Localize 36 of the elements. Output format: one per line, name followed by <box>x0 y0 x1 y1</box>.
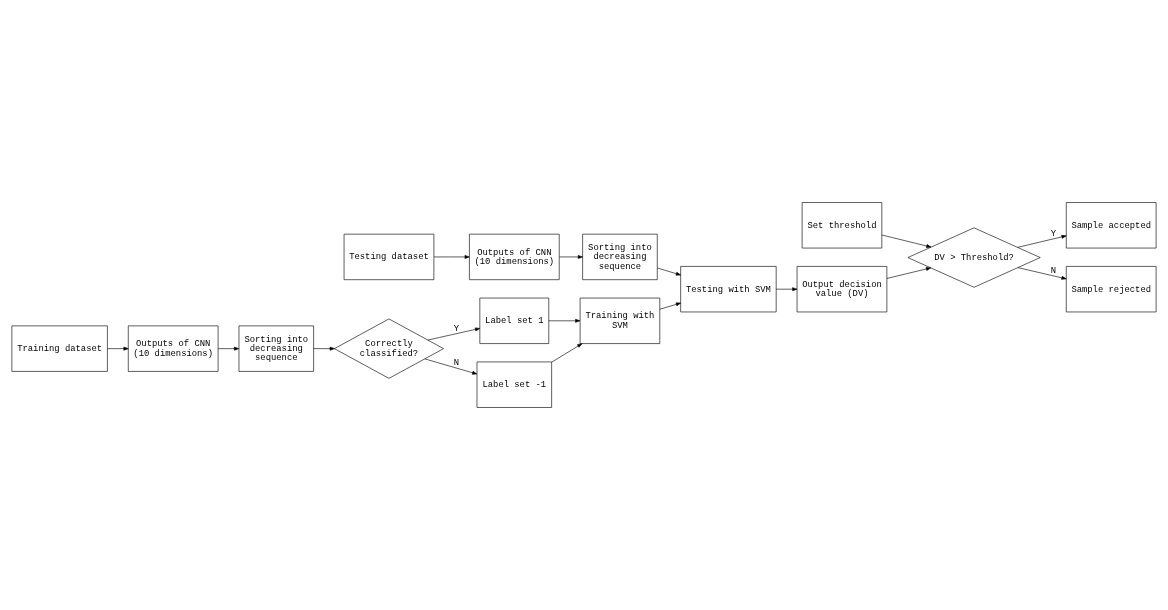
arrow <box>313 346 335 351</box>
arrow <box>886 267 932 279</box>
edge-label: N <box>453 358 460 369</box>
arrow <box>881 234 932 248</box>
arrow <box>217 346 240 351</box>
arrow <box>775 287 798 292</box>
node-box: Label set 1 <box>479 297 550 344</box>
node-box: Sample rejected <box>1065 266 1157 313</box>
node-box: Sorting into decreasing sequence <box>582 233 658 280</box>
arrow <box>659 302 681 310</box>
edge-label: N <box>1050 265 1056 276</box>
arrow <box>1017 267 1067 280</box>
node-box: Set threshold <box>801 202 883 249</box>
node-box: Training with SVM <box>579 297 661 344</box>
arrow <box>548 318 581 323</box>
arrow <box>559 255 583 259</box>
arrow <box>433 255 470 259</box>
node-box: Testing dataset <box>343 233 435 280</box>
arrow <box>424 358 478 375</box>
arrow <box>551 343 583 363</box>
node-box: Sorting into decreasing sequence <box>238 325 314 372</box>
arrow <box>427 327 481 341</box>
node-box: Outputs of CNN (10 dimensions) <box>469 233 560 280</box>
edge-label: Y <box>453 324 460 335</box>
arrow <box>1017 235 1067 248</box>
node-diamond: Correctly classified? <box>334 318 444 379</box>
node-box: Testing with SVM <box>680 266 777 313</box>
node-box: Label set -1 <box>476 361 552 408</box>
node-box: Output decision value (DV) <box>796 266 888 313</box>
arrow <box>657 267 681 276</box>
node-box: Outputs of CNN (10 dimensions) <box>127 325 219 372</box>
arrow <box>107 346 129 351</box>
node-diamond: DV > Threshold? <box>907 227 1041 288</box>
node-box: Training dataset <box>11 325 108 372</box>
edge-label: Y <box>1050 229 1056 240</box>
node-box: Sample accepted <box>1065 202 1157 249</box>
